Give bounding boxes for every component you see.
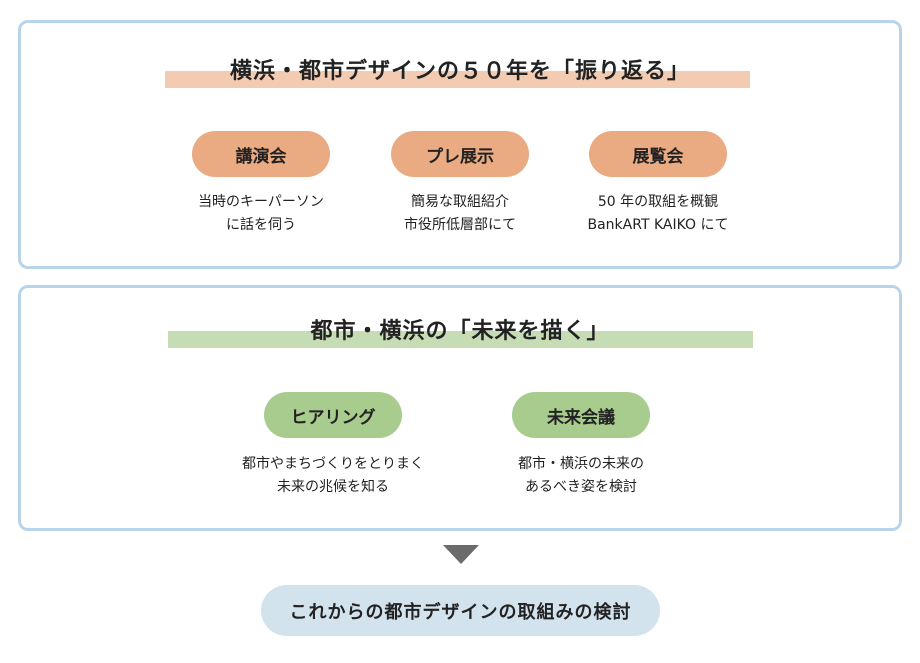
title-highlight-bar xyxy=(168,331,753,348)
pill-exhibition: 展覧会 xyxy=(589,131,727,177)
desc-line: 50 年の取組を概観 xyxy=(597,194,719,210)
desc-line: 簡易な取組紹介 xyxy=(411,194,509,210)
desc-future-meeting: 都市・横浜の未来のあるべき姿を検討 xyxy=(461,453,701,499)
title-highlight-bar xyxy=(165,71,750,88)
pill-pre-exhibition: プレ展示 xyxy=(391,131,529,177)
desc-lecture: 当時のキーパーソンに話を伺う xyxy=(141,191,381,237)
desc-exhibition: 50 年の取組を概観 BankART KAIKO にて xyxy=(538,191,778,237)
desc-line: 当時のキーパーソン xyxy=(198,194,324,210)
pill-future-meeting: 未来会議 xyxy=(512,392,650,438)
arrow-down-icon xyxy=(443,545,479,564)
desc-line: 都市・横浜の未来の xyxy=(518,456,644,472)
pill-lecture: 講演会 xyxy=(192,131,330,177)
section-future-title: 都市・横浜の「未来を描く」 xyxy=(310,319,610,344)
desc-line: BankART KAIKO にて xyxy=(587,217,729,233)
result-pill: これからの都市デザインの取組みの検討 xyxy=(261,585,660,636)
pill-hearing: ヒアリング xyxy=(264,392,402,438)
desc-line: 市役所低層部にて xyxy=(404,217,516,233)
desc-line: 未来の兆候を知る xyxy=(277,479,389,495)
section-look-back-title: 横浜・都市デザインの５０年を「振り返る」 xyxy=(229,59,690,84)
section-future xyxy=(18,285,902,531)
desc-line: に話を伺う xyxy=(226,217,296,233)
desc-hearing: 都市やまちづくりをとりまく未来の兆候を知る xyxy=(213,453,453,499)
desc-line: あるべき姿を検討 xyxy=(525,479,637,495)
desc-pre-exhibition: 簡易な取組紹介市役所低層部にて xyxy=(340,191,580,237)
desc-line: 都市やまちづくりをとりまく xyxy=(242,456,424,472)
